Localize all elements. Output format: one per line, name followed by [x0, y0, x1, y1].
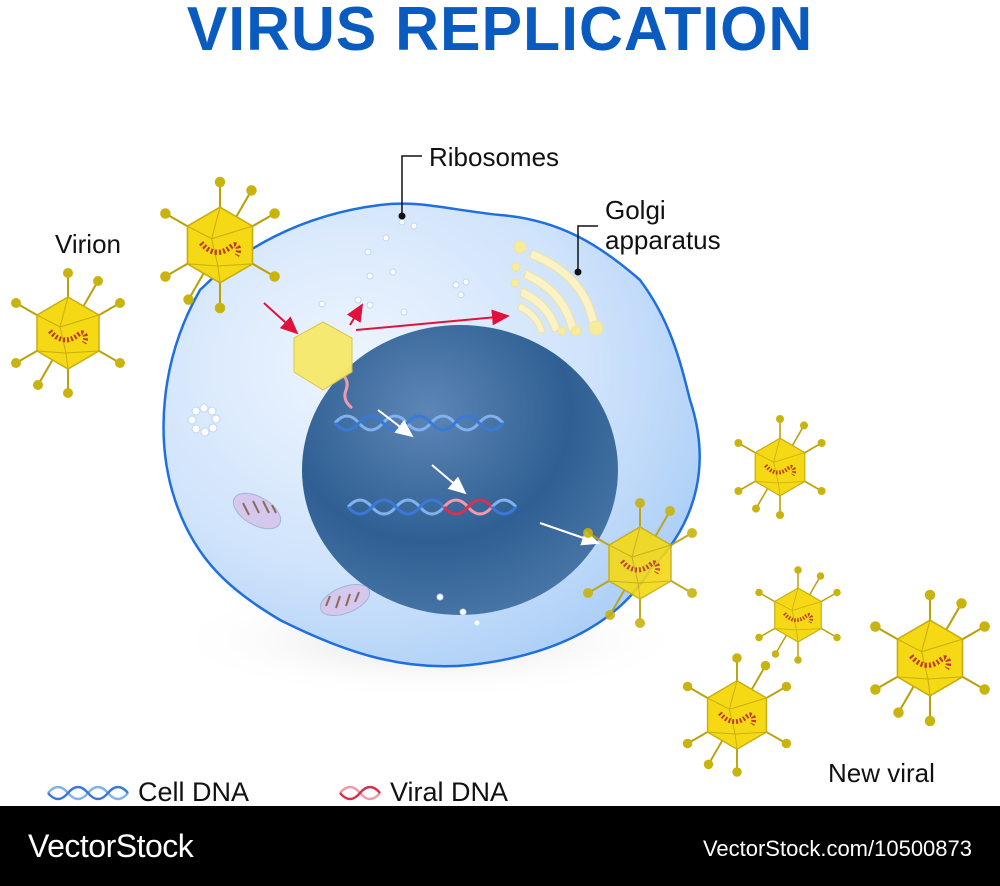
- cell-dna-icon: [47, 785, 129, 800]
- legend-cell-dna: Cell DNA: [46, 777, 249, 808]
- recombined-dna-strand: [346, 498, 518, 516]
- cell-dna-strand: [333, 414, 505, 432]
- diagram-title: VIRUS REPLICATION: [186, 0, 814, 64]
- viral-dna-icon: [339, 785, 381, 800]
- ribosomes-label: Ribosomes: [429, 142, 560, 172]
- centriole: [187, 403, 221, 437]
- mitochondria: [232, 492, 371, 616]
- golgi-apparatus: [510, 240, 604, 337]
- legend-label: Cell DNA: [138, 777, 250, 807]
- golgi-label-line2: apparatus: [605, 225, 721, 255]
- virion-label: Virion: [55, 229, 122, 259]
- legend-label: Viral DNA: [390, 777, 509, 807]
- nucleus: [302, 325, 618, 615]
- watermark-footer: VectorStock VectorStock.com/10500873: [0, 806, 1000, 886]
- brand-logo: VectorStock: [28, 828, 194, 864]
- golgi-label-line1: Golgi: [605, 195, 666, 225]
- image-reference: VectorStock.com/10500873: [702, 836, 972, 861]
- uncoating-capsid: [293, 321, 353, 391]
- virus-replication-illustration: [0, 155, 1000, 806]
- new-viral-label: New viral: [828, 758, 935, 788]
- legend-viral-dna: Viral DNA: [338, 777, 508, 808]
